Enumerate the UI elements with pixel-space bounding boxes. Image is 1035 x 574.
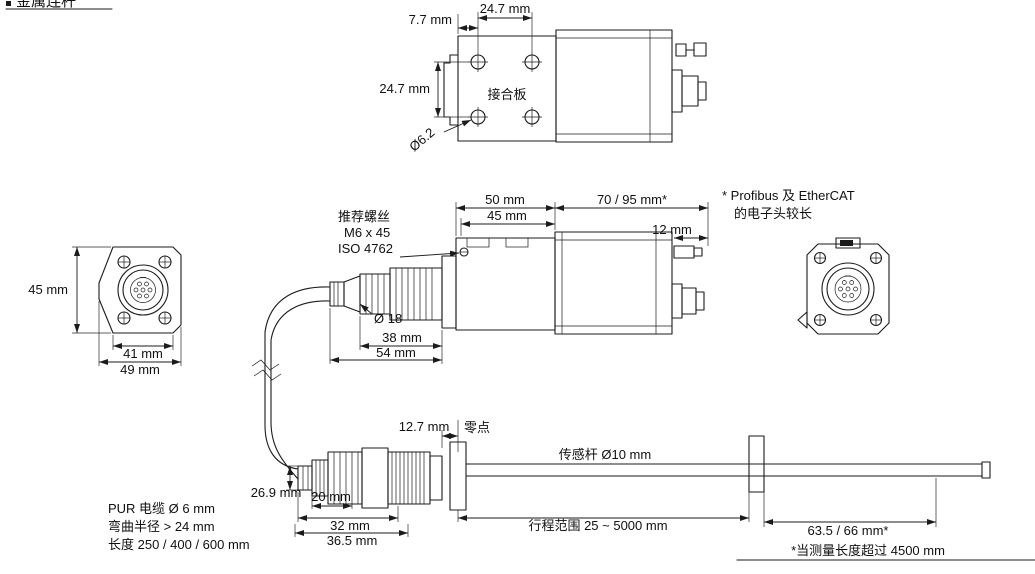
dim-70-95-label: 70 / 95 mm* — [597, 192, 667, 207]
sensor-body — [455, 237, 556, 331]
end-view-screw-holes — [813, 251, 883, 327]
plate-bracket — [443, 54, 459, 126]
flange-front-view: 45 mm 41 mm 49 mm — [28, 246, 182, 377]
lock-nut — [429, 455, 443, 501]
dim-20-label: 20 mm — [311, 489, 351, 504]
rod-end-cap — [981, 461, 991, 479]
plate-holes — [468, 52, 542, 127]
connector-front — [117, 264, 169, 316]
cable-gland-cap — [329, 281, 345, 307]
front-view-dimensions: 45 mm 41 mm 49 mm — [28, 246, 182, 377]
dim-24-7-left-label: 24.7 mm — [379, 81, 430, 96]
dim-49-label: 49 mm — [120, 362, 160, 377]
side-view-top-dimensions: 50 mm 45 mm 70 / 95 mm* 12 mm — [455, 192, 709, 246]
dim-50-label: 50 mm — [485, 192, 525, 207]
sensor-rod-label: 传感杆 Ø10 mm — [559, 447, 651, 462]
dim-63-5-label: 63.5 / 66 mm* — [808, 523, 889, 538]
stroke-range-label: 行程范围 25 ~ 5000 mm — [528, 518, 667, 533]
dim-38-label: 38 mm — [382, 330, 422, 345]
screw-note-line2: M6 x 45 — [344, 225, 390, 240]
dim-41-label: 41 mm — [123, 346, 163, 361]
logo-plate — [835, 237, 861, 249]
cable-note-line3: 长度 250 / 400 / 600 mm — [108, 537, 250, 552]
dim-24-7-top-label: 24.7 mm — [480, 1, 531, 16]
end-view-tab — [797, 311, 808, 329]
dim-26-9-label: 26.9 mm — [251, 485, 302, 500]
end-view-outline — [806, 243, 890, 335]
rod-assembly-view: 零点 12.7 mm 传感杆 Ø10 mm 26.9 mm 20 mm 32 m… — [251, 419, 1035, 561]
plate-dimensions: 24.7 mm 7.7 mm 24.7 mm Ø6.2 — [379, 1, 533, 155]
section-heading-label: 金属连杆 — [16, 0, 76, 10]
section-heading: 金属连杆 — [5, 0, 113, 10]
hole-diameter-label: Ø6.2 — [406, 125, 437, 155]
dia18-callout: Ø 18 — [359, 303, 402, 326]
plate-view-housing — [555, 29, 707, 143]
flange-outline — [98, 246, 182, 334]
profibus-note: * Profibus 及 EtherCAT 的电子头较长 — [722, 188, 855, 221]
cartridge-collar — [361, 447, 389, 509]
profibus-note-line2: 的电子头较长 — [734, 206, 812, 221]
dim-36-5-label: 36.5 mm — [327, 533, 378, 548]
electronics-housing — [554, 231, 705, 335]
gland-cone — [343, 275, 361, 313]
screw-note-line3: ISO 4762 — [338, 241, 393, 256]
dim-54-label: 54 mm — [376, 345, 416, 360]
zero-point-label: 零点 — [464, 420, 490, 435]
flange-screw-holes — [117, 255, 172, 325]
screw-note-line1: 推荐螺丝 — [338, 209, 390, 224]
dim-12-label: 12 mm — [652, 222, 692, 237]
profibus-note-line1: * Profibus 及 EtherCAT — [722, 188, 855, 203]
heading-bullet — [6, 1, 11, 6]
sensor-side-view: 50 mm 45 mm 70 / 95 mm* 12 mm * Profibus… — [329, 188, 855, 364]
connector-end — [821, 262, 875, 316]
position-magnet-ring — [748, 435, 765, 493]
dim-32-label: 32 mm — [330, 518, 370, 533]
dim-45-front-label: 45 mm — [28, 282, 68, 297]
cable-note-line2: 弯曲半径 > 24 mm — [108, 519, 215, 534]
plate-label: 接合板 — [487, 87, 526, 102]
logo-mark — [840, 240, 853, 246]
length-footnote: *当测量长度超过 4500 mm — [791, 543, 945, 558]
side-view-flange — [441, 255, 457, 329]
connector-end-view — [797, 237, 890, 335]
mounting-plate-view: 接合板 24.7 mm — [379, 1, 707, 155]
dim-45-label: 45 mm — [487, 208, 527, 223]
pur-cable — [251, 286, 331, 480]
cable-note-line1: PUR 电缆 Ø 6 mm — [108, 501, 215, 516]
cable-break-mark — [251, 359, 280, 371]
screw-note: 推荐螺丝 M6 x 45 ISO 4762 — [338, 209, 460, 258]
side-view-bottom-dimensions: 38 mm 54 mm — [329, 308, 443, 364]
dim-7-7-label: 7.7 mm — [409, 12, 452, 27]
cable-note-block: PUR 电缆 Ø 6 mm 弯曲半径 > 24 mm 长度 250 / 400 … — [108, 501, 250, 552]
zero-point-flange — [449, 441, 467, 511]
dim-12-7-label: 12.7 mm — [399, 419, 450, 434]
dia-18-label: Ø 18 — [374, 311, 402, 326]
